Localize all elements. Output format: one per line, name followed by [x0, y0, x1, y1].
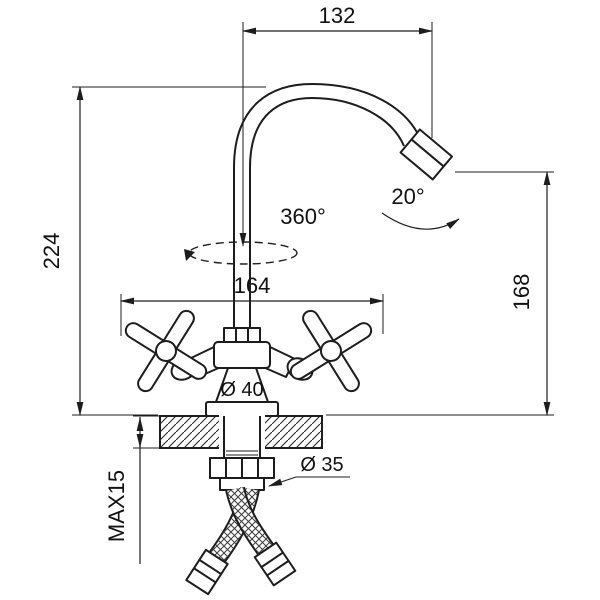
dim-168-label: 168: [509, 274, 534, 311]
hose-fitting-right: [253, 541, 297, 587]
body-tee: [213, 341, 271, 369]
fitting-body: [185, 548, 229, 596]
top-width-dimension: 132: [239, 3, 433, 247]
handle-hub: [320, 340, 342, 362]
swivel-360-label: 360°: [280, 204, 326, 229]
left-height-dimension: 224: [39, 86, 266, 416]
spout-inner-curve: [249, 97, 405, 340]
nut-diameter-callout: Ø 35: [268, 454, 350, 487]
spout-angle-annotation: 20°: [381, 184, 460, 230]
fitting-facet: [193, 567, 217, 584]
angle-arc-arrow: [381, 212, 460, 230]
max-thickness-label: MAX15: [104, 470, 129, 542]
swivel-ellipse: [188, 241, 298, 265]
fitting-body: [253, 541, 297, 587]
base-diameter-label: Ø 40: [220, 379, 263, 401]
fitting-facet: [266, 560, 290, 577]
handle-hub: [155, 340, 177, 362]
swivel-annotation: 360°: [184, 204, 326, 265]
right-handle: [289, 309, 373, 393]
spout-aerator: [399, 128, 454, 181]
body-width-dimension: 164: [120, 273, 384, 336]
aerator-body: [399, 128, 454, 181]
base-cone-right-edge: [255, 367, 269, 403]
mounting-nut: [209, 457, 275, 491]
left-handle: [124, 309, 208, 393]
fitting-facet: [198, 559, 222, 575]
mounting-base: Ø 40: [205, 367, 279, 417]
spout-outer-curve: [233, 83, 421, 340]
faucet-body: [124, 309, 373, 393]
spout-angle-20-label: 20°: [391, 184, 424, 209]
hose-left-braid: [208, 487, 258, 565]
shank-cutout: [219, 415, 265, 449]
aerator-facet-line: [410, 138, 445, 168]
swivel-arrowhead: [184, 249, 195, 261]
faucet-spout: [233, 83, 454, 340]
base-flange: [205, 401, 279, 417]
supply-hoses: [185, 486, 297, 596]
callout-leader: [268, 476, 297, 487]
hose-fitting-left: [185, 548, 229, 596]
nut-diameter-label: Ø 35: [300, 454, 343, 476]
dim-224-label: 224: [39, 233, 64, 270]
dim-164-label: 164: [234, 273, 271, 298]
max-thickness-dimension: MAX15: [104, 415, 161, 564]
dim-132-label: 132: [319, 3, 356, 28]
base-cone-left-edge: [215, 367, 229, 403]
countertop: [159, 415, 323, 458]
fitting-facet: [260, 551, 284, 568]
right-height-dimension: 168: [326, 171, 554, 416]
